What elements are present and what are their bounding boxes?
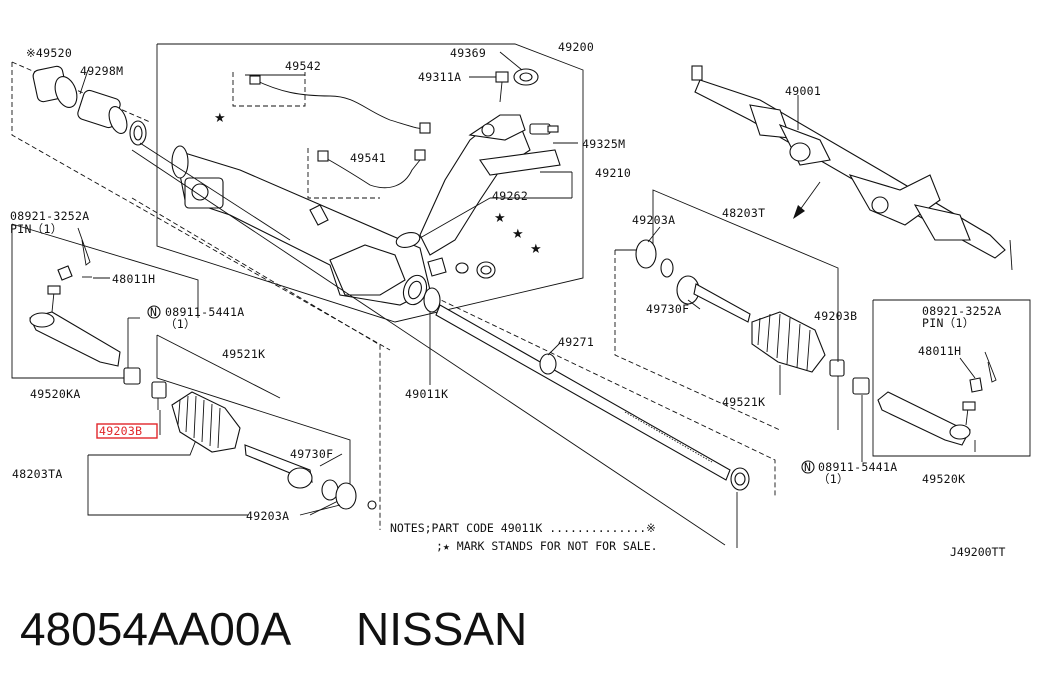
label-49730F-right: 49730F xyxy=(646,302,689,316)
leader-long-lines xyxy=(131,142,726,546)
star-mark-icon: ★ xyxy=(530,242,542,257)
svg-text:N: N xyxy=(804,460,811,474)
label-08921-left: 08921-3252A xyxy=(10,209,89,223)
part-bolt-49311A xyxy=(495,71,509,103)
star-mark-icon: ★ xyxy=(494,211,506,226)
label-49271: 49271 xyxy=(558,335,594,349)
label-49520K: 49520K xyxy=(922,472,965,486)
label-49203A-right: 49203A xyxy=(632,213,675,227)
part-steering-gear-assembly-49001 xyxy=(691,65,1013,271)
part-labels: ※49520 49298M 49542 49369 49200 49311A 4… xyxy=(10,40,1001,523)
part-pipe-49541 xyxy=(317,149,426,189)
label-leaders xyxy=(79,51,976,548)
label-49521K-right: 49521K xyxy=(722,395,765,409)
label-49210: 49210 xyxy=(595,166,631,180)
part-boot-right-48203T xyxy=(751,311,826,373)
label-48011H-right: 48011H xyxy=(918,344,961,358)
part-tie-rod-end-right xyxy=(877,351,997,446)
notes-line-1: NOTES;PART CODE 49011K ..............※ xyxy=(390,521,656,535)
part-cap-star xyxy=(427,257,447,277)
caption: 48054AA00A NISSAN xyxy=(20,603,527,655)
part-spring-star xyxy=(455,261,496,279)
label-49325M: 49325M xyxy=(582,137,625,151)
label-pin-right: PIN（1） xyxy=(922,316,975,330)
part-oring-49262 xyxy=(395,232,421,248)
part-ring-small xyxy=(129,120,147,146)
label-49262: 49262 xyxy=(492,189,528,203)
caption-part-number: 48054AA00A xyxy=(20,603,291,655)
label-49520: ※49520 xyxy=(26,46,72,60)
part-boot-49520 xyxy=(32,65,78,108)
part-gear-housing-49200 xyxy=(171,145,431,306)
notes: NOTES;PART CODE 49011K ..............※ ;… xyxy=(390,521,1005,559)
part-oring-49011K xyxy=(423,287,441,313)
label-49521K-left: 49521K xyxy=(222,347,265,361)
part-clamp-right xyxy=(829,359,845,377)
circled-n-icon xyxy=(147,305,161,319)
label-49520KA: 49520KA xyxy=(30,387,81,401)
part-bush-49298M xyxy=(77,89,128,134)
label-48203T: 48203T xyxy=(722,206,765,220)
part-ring-49203A-right xyxy=(635,239,674,278)
label-49011K: 49011K xyxy=(405,387,448,401)
part-fitting-49325M xyxy=(529,123,559,135)
label-08911-qty-left: （1） xyxy=(165,317,196,331)
label-08921-right: 08921-3252A xyxy=(922,304,1001,318)
part-boot-left-49521K xyxy=(171,391,241,453)
part-nut-left xyxy=(123,367,141,385)
label-49730F-left: 49730F xyxy=(290,447,333,461)
label-49369: 49369 xyxy=(450,46,486,60)
star-mark-icon: ★ xyxy=(214,111,226,126)
diagram-code: J49200TT xyxy=(950,545,1005,559)
label-08911-left: 08911-5441A xyxy=(165,305,244,319)
part-pipe-49542 xyxy=(249,75,431,134)
svg-text:N: N xyxy=(150,305,157,319)
caption-brand: NISSAN xyxy=(356,603,527,655)
label-49200: 49200 xyxy=(558,40,594,54)
label-49203A-bottom: 49203A xyxy=(246,509,289,523)
part-rack-49271 xyxy=(435,304,750,491)
highlight-box xyxy=(96,423,158,439)
label-49298M: 49298M xyxy=(80,64,123,78)
notes-line-2: ;★ MARK STANDS FOR NOT FOR SALE. xyxy=(436,539,658,553)
label-49001: 49001 xyxy=(785,84,821,98)
part-seal-49369 xyxy=(513,68,539,86)
part-inner-rod-left xyxy=(244,444,377,510)
part-nut-right xyxy=(852,377,870,395)
label-49541: 49541 xyxy=(350,151,386,165)
label-08911-right: 08911-5441A xyxy=(818,460,897,474)
part-tie-rod-end-left xyxy=(29,227,121,367)
part-valve-49210 xyxy=(419,114,561,256)
part-clamp-left xyxy=(151,381,167,399)
circled-n-icon xyxy=(801,460,815,474)
star-marks: ★ ★ ★ ★ xyxy=(214,111,542,257)
label-49542: 49542 xyxy=(285,59,321,73)
label-49203B-left-highlighted: 49203B xyxy=(99,424,142,438)
label-48011H-left: 48011H xyxy=(112,272,155,286)
label-49203B-right: 49203B xyxy=(814,309,857,323)
part-inner-rod-right xyxy=(676,275,751,323)
star-mark-icon: ★ xyxy=(512,227,524,242)
label-48203TA: 48203TA xyxy=(12,467,63,481)
label-08911-qty-right: （1） xyxy=(818,472,849,486)
circled-n-icons: N N xyxy=(147,305,815,474)
label-pin-left: PIN（1） xyxy=(10,222,63,236)
direction-arrow-icon xyxy=(793,181,821,219)
label-49311A: 49311A xyxy=(418,70,461,84)
